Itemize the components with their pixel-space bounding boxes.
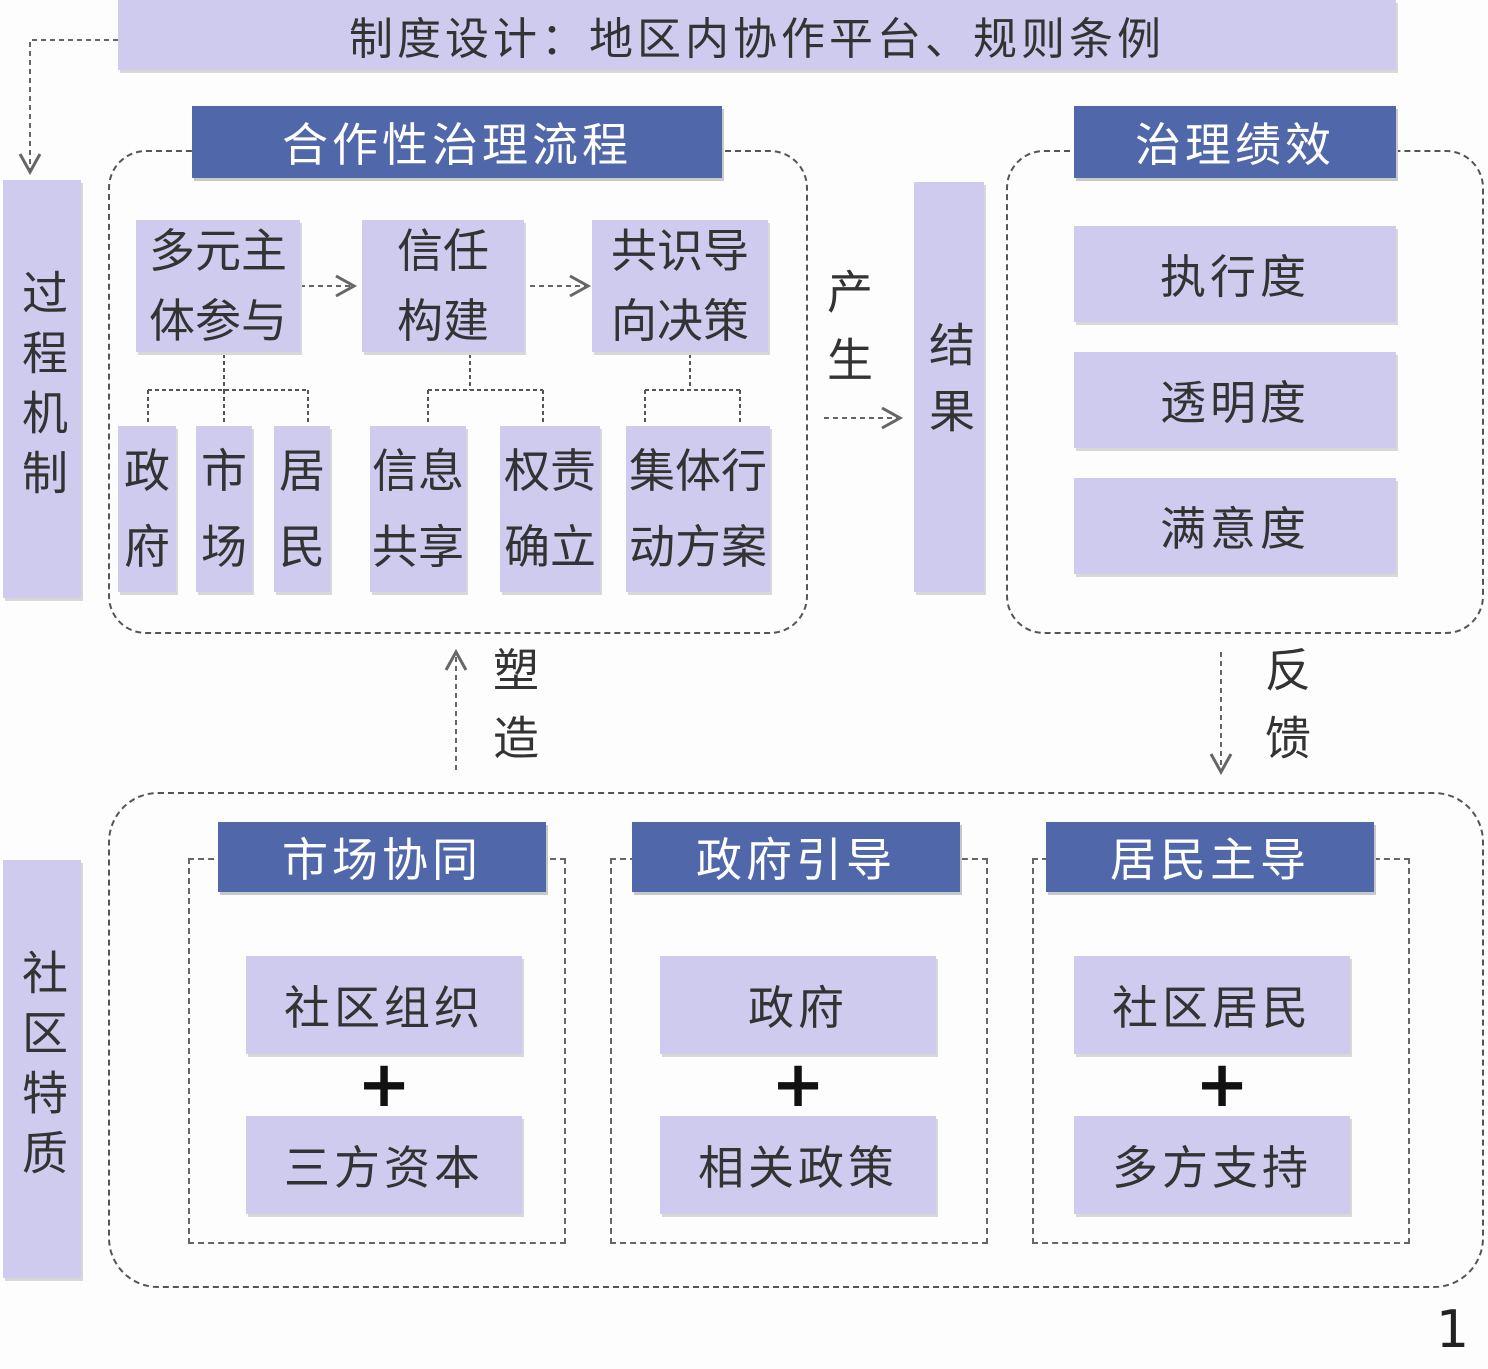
step-participation: 多元主 体参与 (136, 220, 300, 352)
sub-government: 政 府 (118, 426, 176, 592)
group-residents-title: 居民主导 (1046, 822, 1374, 892)
community-container (108, 792, 1484, 1288)
group-residents-people: 社区居民 (1074, 956, 1350, 1054)
group-government-gov: 政府 (660, 956, 936, 1054)
shape-label: 塑造 (486, 646, 540, 782)
sub-responsibility: 权责 确立 (500, 426, 600, 592)
sub-market: 市 场 (196, 426, 252, 592)
step-trust: 信任 构建 (362, 220, 524, 352)
sub-residents: 居 民 (274, 426, 330, 592)
step-consensus: 共识导 向决策 (592, 220, 768, 352)
group-government-plus: + (771, 1048, 825, 1122)
performance-satisfaction: 满意度 (1074, 478, 1396, 574)
sub-info-sharing: 信息 共享 (370, 426, 466, 592)
performance-execution: 执行度 (1074, 226, 1396, 322)
group-government-title: 政府引导 (632, 822, 960, 892)
process-title: 合作性治理流程 (192, 106, 722, 178)
institution-design-banner: 制度设计：地区内协作平台、规则条例 (118, 0, 1396, 70)
feedback-label: 反馈 (1258, 646, 1312, 782)
sub-collective-action: 集体行 动方案 (626, 426, 770, 592)
group-residents-support: 多方支持 (1074, 1116, 1350, 1214)
group-market-plus: + (357, 1048, 411, 1122)
performance-transparency: 透明度 (1074, 352, 1396, 448)
group-residents-plus: + (1195, 1048, 1249, 1122)
group-market-capital: 三方资本 (246, 1116, 522, 1214)
result-box: 结果 (914, 182, 984, 592)
banner-arrow (18, 39, 118, 176)
process-mechanism-label: 过程机制 (3, 180, 81, 598)
page-number: 1 (1436, 1300, 1470, 1360)
group-market-title: 市场协同 (218, 822, 546, 892)
group-government-policy: 相关政策 (660, 1116, 936, 1214)
performance-title: 治理绩效 (1074, 106, 1396, 178)
group-market-org: 社区组织 (246, 956, 522, 1054)
produce-label: 产生 (820, 268, 874, 404)
banner-text: 制度设计：地区内协作平台、规则条例 (349, 14, 1165, 65)
community-traits-label: 社区特质 (3, 860, 81, 1278)
